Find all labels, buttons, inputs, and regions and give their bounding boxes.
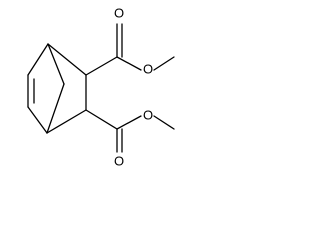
chemical-structure: O O O O: [27, 5, 175, 168]
bond-ring-to-ester2: [85, 109, 118, 130]
bond-bridge-bottom: [46, 83, 65, 134]
bond-ester1-methyl: [153, 56, 175, 71]
atom-label-ester2-carbonyl-oxygen: O: [114, 153, 124, 168]
bond-ester1-ether: [116, 56, 142, 71]
bond-c1-c2: [47, 43, 87, 76]
bond-ring-to-ester1: [85, 56, 118, 76]
bond-c3-c4: [46, 109, 87, 134]
bond-ester2-ether: [116, 115, 142, 130]
bond-c6-c1: [27, 43, 49, 76]
bond-ester2-methyl: [153, 115, 175, 130]
atom-label-ester2-ether-oxygen: O: [143, 107, 153, 122]
atom-label-ester1-carbonyl-oxygen: O: [114, 5, 124, 20]
bond-c4-c5: [27, 106, 48, 134]
bond-bridge-top: [47, 43, 65, 85]
atom-label-ester1-ether-oxygen: O: [143, 61, 153, 76]
